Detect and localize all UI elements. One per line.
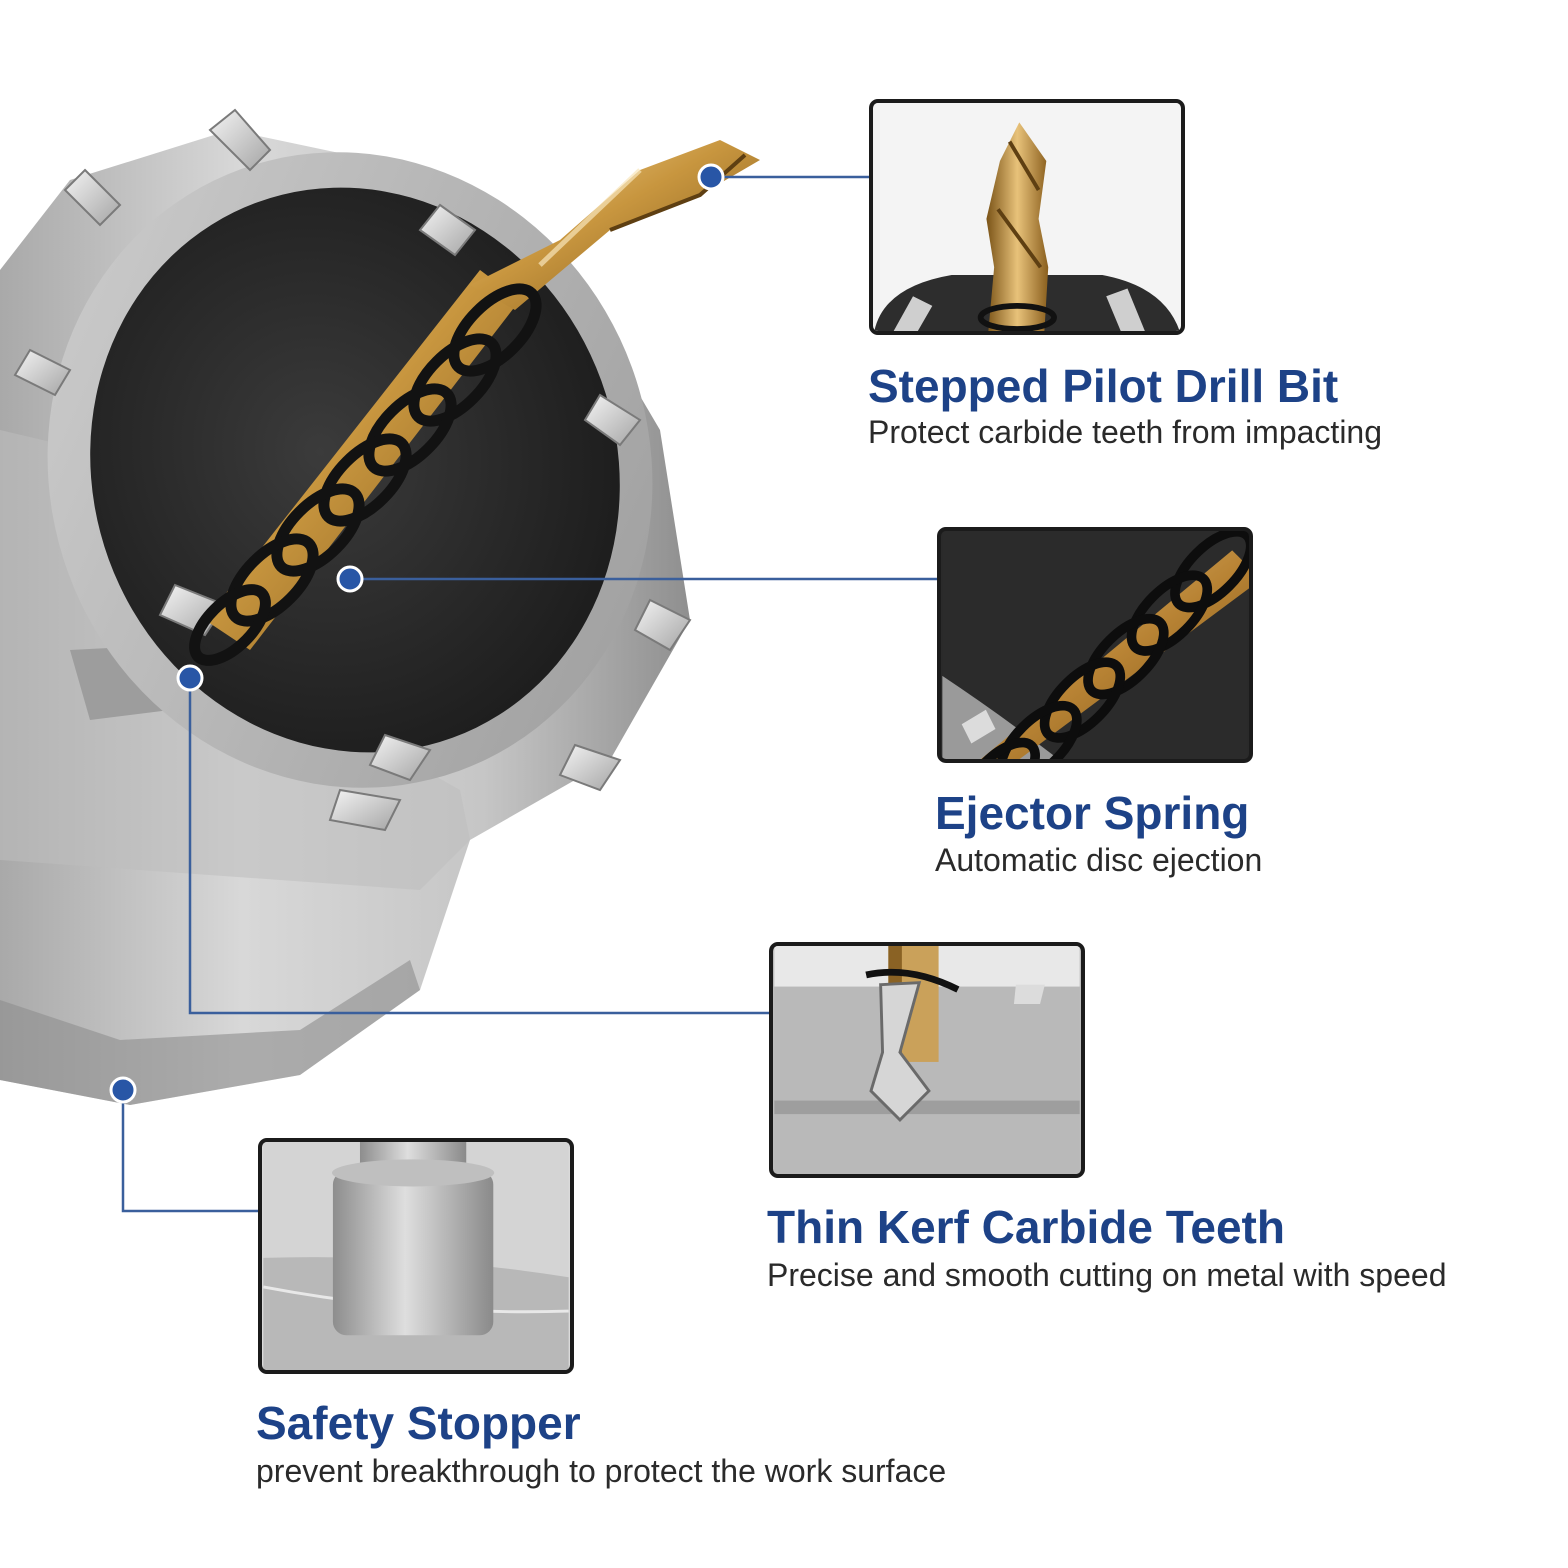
inset-safety-stopper [258,1138,574,1374]
carbide-teeth-group [13,108,692,832]
feature-desc-safety-stopper: prevent breakthrough to protect the work… [256,1453,947,1489]
leader-dots [109,163,725,1104]
feature-title-ejector-spring: Ejector Spring [935,787,1250,839]
spring-closeup-icon [942,531,1249,759]
inset-carbide-teeth [769,942,1085,1178]
inset-ejector-spring [937,527,1253,763]
drill-bit-closeup-icon [874,103,1180,331]
feature-desc-carbide-teeth: Precise and smooth cutting on metal with… [767,1257,1447,1293]
feature-desc-pilot-drill: Protect carbide teeth from impacting [868,414,1383,450]
stopper-closeup-icon [263,1142,569,1370]
feature-desc-ejector-spring: Automatic disc ejection [935,842,1263,878]
pilot-drill-bit [205,140,760,650]
feature-title-pilot-drill: Stepped Pilot Drill Bit [868,360,1339,412]
inset-drill-bit [869,99,1185,335]
ejector-spring [189,283,542,666]
feature-title-safety-stopper: Safety Stopper [256,1397,581,1449]
feature-title-carbide-teeth: Thin Kerf Carbide Teeth [767,1201,1285,1253]
carbide-tooth-closeup-icon [774,946,1080,1174]
leader-lines [121,175,938,1213]
